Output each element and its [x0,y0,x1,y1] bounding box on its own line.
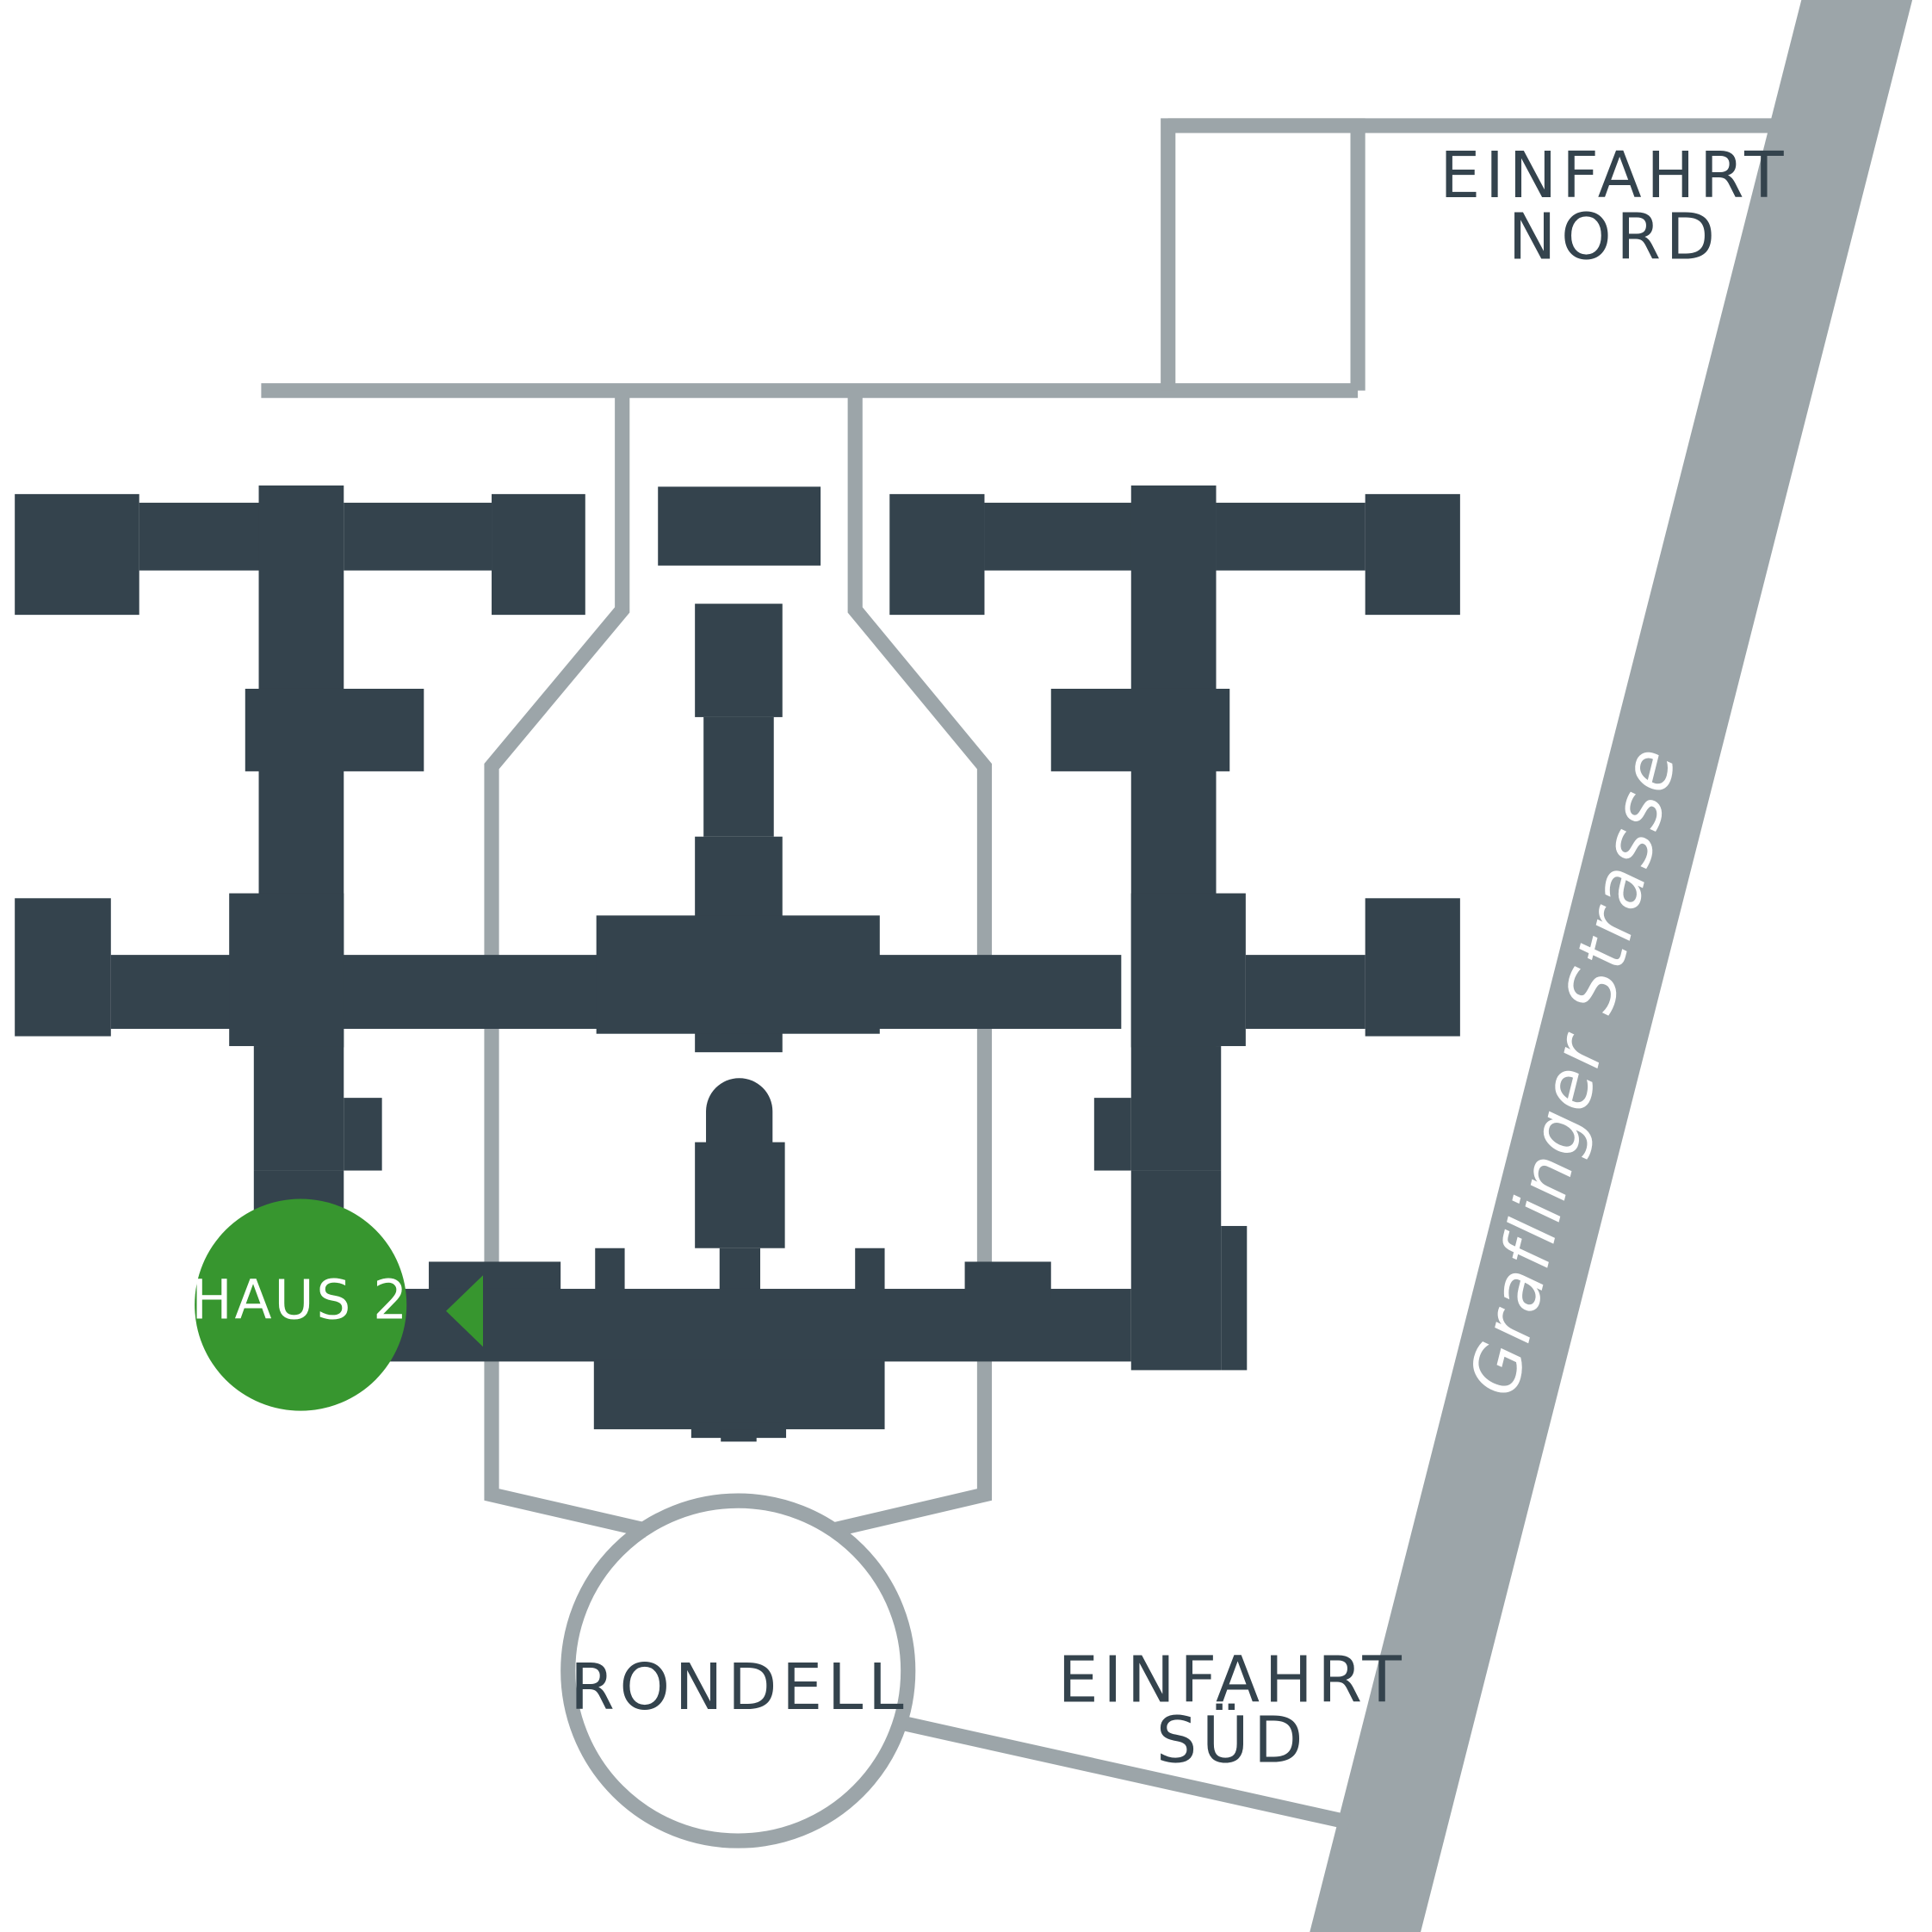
buildings [15,485,1460,1442]
path-north-loop [1161,118,1365,391]
paths [261,118,1772,1848]
entrance-south-label-line2: SÜD [1156,1703,1308,1778]
building-south [381,1248,1131,1442]
path-east-ring [830,390,993,1538]
building-central [596,486,1122,1291]
path-south-entrance [904,1716,1351,1830]
street-graflinger [1310,0,1913,1932]
entrance-north-label-line2: NORD [1508,200,1720,275]
haus-2-marker[interactable]: HAUS 2 [191,1198,410,1411]
building-east [889,485,1460,1371]
building-west [15,485,604,1171]
path-west-ring [484,390,649,1538]
roundabout-label: RONDELL [570,1650,908,1725]
haus-2-circle[interactable] [195,1198,407,1411]
entrance-south-label-line1: EINFAHRT [1058,1642,1407,1717]
roundabout-ring [560,1493,916,1848]
entrance-north-label-line1: EINFAHRT [1440,138,1788,213]
triangle-left-icon [446,1275,483,1347]
haus-2-label: HAUS 2 [191,1268,410,1331]
